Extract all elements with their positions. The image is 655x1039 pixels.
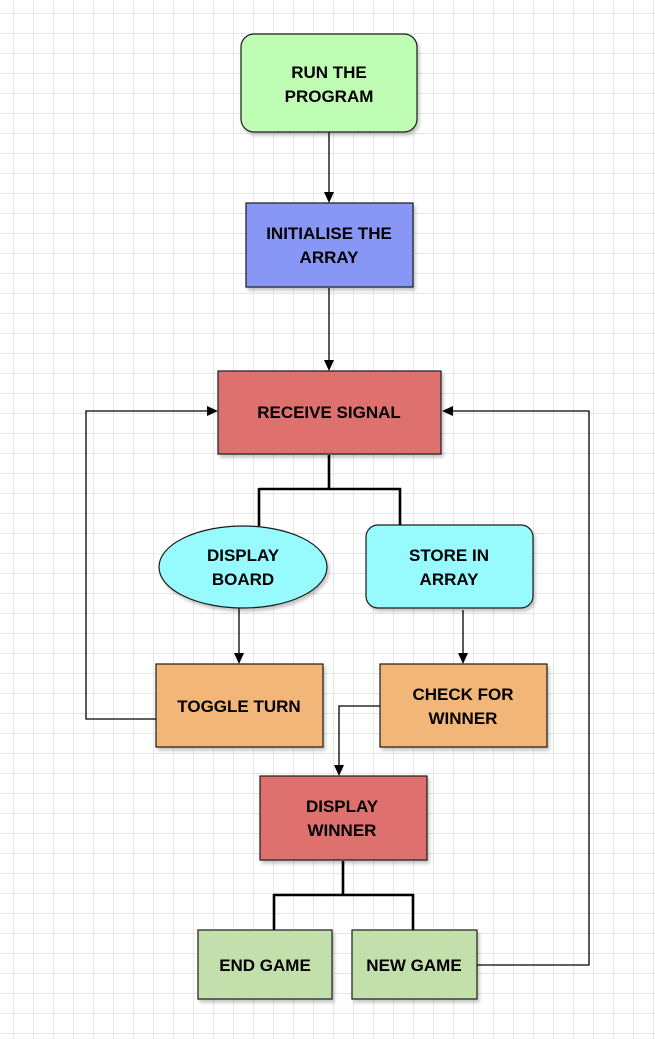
node-display-winner[interactable]: DISPLAY WINNER bbox=[259, 775, 428, 861]
node-label-line: INITIALISE THE bbox=[266, 224, 392, 243]
node-label-line: WINNER bbox=[308, 821, 377, 840]
edge-display-winner-branch bbox=[272, 861, 415, 931]
node-label-line: TOGGLE TURN bbox=[177, 697, 300, 716]
node-label-line: PROGRAM bbox=[285, 87, 374, 106]
node-new-game[interactable]: NEW GAME bbox=[351, 929, 478, 1000]
node-run-the-program[interactable]: RUN THE PROGRAM bbox=[240, 33, 418, 133]
edges-layer bbox=[85, 132, 590, 966]
node-label-line: NEW GAME bbox=[366, 956, 461, 975]
node-label-line: RUN THE bbox=[291, 63, 367, 82]
node-label-line: DISPLAY bbox=[207, 546, 280, 565]
node-end-game[interactable]: END GAME bbox=[197, 929, 333, 1000]
edge-new-game-to-receive bbox=[442, 406, 590, 966]
edge-init-to-receive bbox=[324, 288, 334, 371]
node-label-line: WINNER bbox=[429, 709, 498, 728]
edge-check-to-display-winner bbox=[334, 705, 380, 776]
edge-toggle-to-receive bbox=[85, 406, 218, 720]
edge-receive-branch bbox=[257, 455, 402, 526]
node-check-for-winner[interactable]: CHECK FOR WINNER bbox=[379, 663, 548, 748]
node-label-line: ARRAY bbox=[300, 248, 360, 267]
node-label-line: RECEIVE SIGNAL bbox=[257, 403, 401, 422]
node-store-in-array[interactable]: STORE IN ARRAY bbox=[365, 524, 534, 609]
node-label-line: DISPLAY bbox=[306, 797, 379, 816]
node-display-board[interactable]: DISPLAY BOARD bbox=[158, 525, 328, 609]
node-label-line: STORE IN bbox=[409, 546, 489, 565]
node-receive-signal[interactable]: RECEIVE SIGNAL bbox=[217, 370, 442, 455]
node-label-line: BOARD bbox=[212, 570, 274, 589]
node-label-line: CHECK FOR bbox=[412, 685, 513, 704]
edge-display-board-to-toggle bbox=[234, 608, 244, 664]
node-label-line: ARRAY bbox=[420, 570, 480, 589]
edge-store-to-check bbox=[458, 610, 468, 664]
node-label-line: END GAME bbox=[219, 956, 311, 975]
nodes-layer: RUN THE PROGRAM INITIALISE THE ARRAY REC… bbox=[155, 33, 548, 1000]
edge-run-to-init bbox=[324, 132, 334, 203]
node-initialise-the-array[interactable]: INITIALISE THE ARRAY bbox=[245, 202, 414, 288]
node-toggle-turn[interactable]: TOGGLE TURN bbox=[155, 663, 324, 748]
